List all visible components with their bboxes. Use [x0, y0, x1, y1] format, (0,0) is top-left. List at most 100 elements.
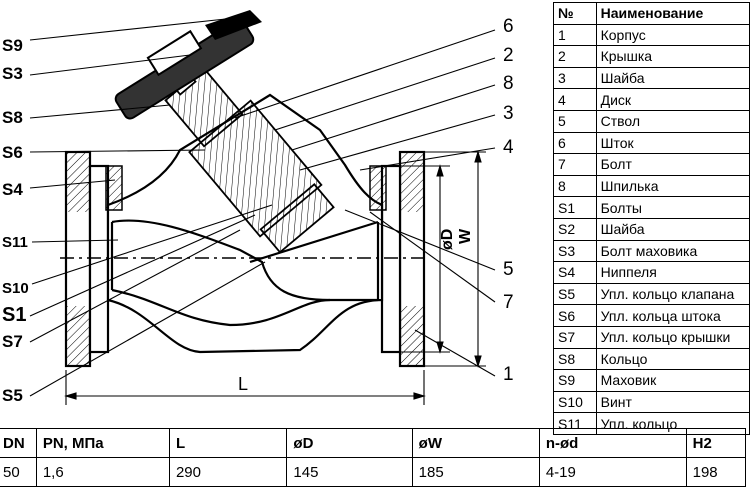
callout-2: 2: [503, 45, 514, 66]
part-number-cell: S1: [553, 196, 597, 219]
part-number-cell: 2: [553, 45, 597, 68]
dims-header-cell: PN, МПа: [35, 428, 170, 458]
dims-value-cell: 185: [411, 457, 540, 487]
part-name-cell: Диск: [595, 88, 750, 111]
part-number-cell: 8: [553, 174, 597, 198]
part-name-cell: Ниппеля: [595, 261, 750, 284]
dim-label-w: W: [457, 228, 474, 244]
callout-5: 5: [503, 259, 514, 280]
dims-value-cell: 4-19: [538, 457, 687, 487]
part-name-cell: Шайба: [595, 66, 750, 90]
callout-7: 7: [503, 292, 514, 313]
callout-s7: S7: [2, 332, 23, 351]
part-name-cell: Шпилька: [595, 174, 750, 198]
dims-value-cell: 1,6: [35, 457, 170, 487]
part-name-cell: Болты: [595, 196, 750, 219]
part-name-cell: Упл. кольцо клапана: [595, 282, 750, 306]
part-name-cell: Шайба: [595, 217, 750, 241]
valve-section-drawing: L øD W: [29, 10, 496, 405]
dims-header-cell: L: [168, 428, 288, 458]
handwheel-top: [205, 10, 262, 40]
callout-3: 3: [503, 103, 514, 124]
part-name-cell: Упл. кольцо крышки: [595, 325, 750, 349]
dims-header-cell: øD: [286, 428, 413, 458]
part-number-cell: S8: [553, 347, 597, 371]
part-name-cell: Маховик: [595, 369, 750, 392]
dims-header-cell: øW: [411, 428, 540, 458]
callout-s4: S4: [2, 180, 23, 199]
part-name-cell: Крышка: [595, 45, 750, 68]
part-number-cell: S7: [553, 325, 597, 349]
part-number-cell: 5: [553, 109, 597, 133]
part-name-cell: Ствол: [595, 109, 750, 133]
callout-s10: S10: [2, 280, 29, 297]
callout-s8: S8: [2, 108, 23, 127]
part-name-cell: Шток: [595, 131, 750, 155]
part-name-cell: Болт маховика: [595, 239, 750, 263]
dimension-lines: [64, 150, 486, 405]
part-number-cell: 4: [553, 88, 597, 111]
header-name: Наименование: [595, 2, 750, 25]
callout-s6: S6: [2, 143, 23, 162]
dim-label-l: L: [238, 374, 248, 394]
part-name-cell: Упл. кольца штока: [595, 304, 750, 327]
nipples: [105, 165, 387, 211]
part-number-cell: S6: [553, 304, 597, 327]
dims-header-cell: n-ød: [538, 428, 687, 458]
callout-8: 8: [503, 73, 514, 94]
dim-label-od: øD: [439, 229, 456, 250]
callout-s3: S3: [2, 64, 23, 83]
dims-value-cell: 198: [685, 457, 747, 487]
callout-6: 6: [503, 16, 514, 37]
part-name-cell: Кольцо: [595, 347, 750, 371]
part-number-cell: S4: [553, 261, 597, 284]
part-number-cell: 1: [553, 23, 597, 47]
callout-s11: S11: [2, 234, 28, 251]
part-number-cell: S5: [553, 282, 597, 306]
header-number: №: [553, 2, 597, 25]
part-number-cell: 6: [553, 131, 597, 155]
part-name-cell: Винт: [595, 390, 750, 414]
handwheel: [114, 18, 255, 120]
part-name-cell: Болт: [595, 153, 750, 176]
dims-value-cell: 145: [286, 457, 413, 487]
part-number-cell: S10: [553, 390, 597, 414]
part-number-cell: S2: [553, 217, 597, 241]
callout-s9: S9: [2, 36, 23, 55]
part-number-cell: S9: [553, 369, 597, 392]
callout-s1: S1: [2, 304, 27, 326]
dims-header-cell: DN: [0, 428, 37, 458]
dims-value-cell: 290: [168, 457, 288, 487]
callout-4: 4: [503, 137, 514, 158]
callout-s5: S5: [2, 386, 23, 405]
part-number-cell: 3: [553, 66, 597, 90]
dims-header-cell: H2: [685, 428, 747, 458]
part-number-cell: S3: [553, 239, 597, 263]
part-number-cell: 7: [553, 153, 597, 176]
parts-table-header: № Наименование: [553, 2, 750, 25]
part-name-cell: Корпус: [595, 23, 750, 47]
dims-value-cell: 50: [0, 457, 37, 487]
callout-1: 1: [503, 364, 514, 385]
